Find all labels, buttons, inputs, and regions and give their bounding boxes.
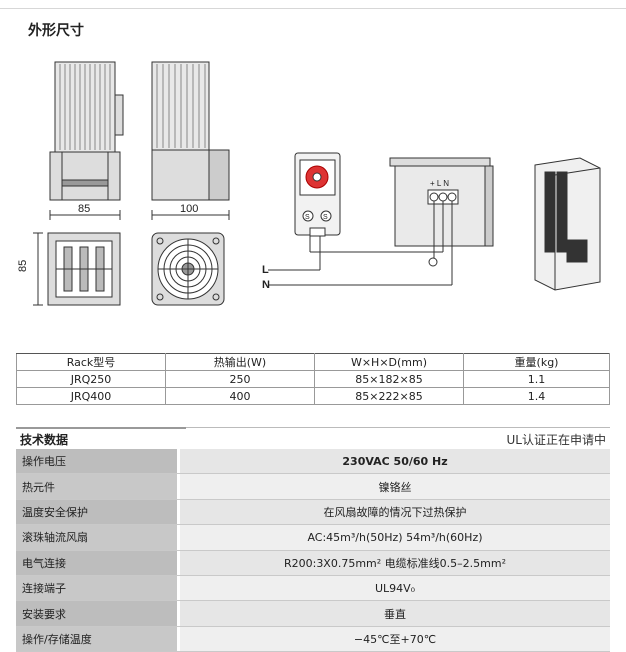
spec-label: 电气连接: [16, 550, 180, 575]
header-weight: 重量(kg): [463, 353, 610, 371]
spec-value: −45℃至+70℃: [180, 626, 610, 652]
spec-value: 在风扇故障的情况下过热保护: [180, 499, 610, 525]
thermostat-s2-label: S: [323, 214, 328, 221]
spec-label: 安装要求: [16, 601, 180, 626]
thermostat: [294, 152, 341, 237]
spec-value: 垂直: [180, 601, 610, 626]
spec-value: 镍铬丝: [180, 474, 610, 499]
spec-title: 技术数据: [20, 433, 69, 447]
spec-value: 230VAC 50/60 Hz: [180, 449, 610, 474]
fan-view: [151, 232, 225, 306]
spec-row-fan: 滚珠轴流风扇 AC:45m³/h(50Hz) 54m³/h(60Hz): [16, 525, 610, 551]
spec-value: UL94V₀: [180, 575, 610, 601]
side-view: [151, 61, 230, 201]
spec-value: R200:3X0.75mm² 电缆标准线0.5–2.5mm²: [180, 550, 610, 575]
cell-heat-output: 400: [165, 387, 315, 405]
section-title: 外形尺寸: [28, 23, 84, 39]
spec-header: 技术数据 UL认证正在申请中: [16, 428, 610, 447]
cell-dimensions: 85×222×85: [314, 387, 464, 405]
line-N-label: N: [262, 279, 270, 291]
top-rule: [0, 8, 626, 9]
spec-row-thermal-protection: 温度安全保护 在风扇故障的情况下过热保护: [16, 499, 610, 526]
spec-label: 连接端子: [16, 575, 180, 601]
dimension-table: Rack型号 热输出(W) W×H×D(mm) 重量(kg) JRQ250 25…: [16, 353, 610, 405]
spec-label: 操作电压: [16, 449, 180, 474]
cutaway-view: [534, 157, 601, 291]
table-row: JRQ400 400 85×222×85 1.4: [16, 387, 610, 405]
height-dimension-label: 85: [17, 260, 29, 272]
technical-drawing: 85 100 85 L N + L N S S: [17, 61, 601, 306]
terminal-labels: + L N: [430, 179, 449, 188]
header-model: Rack型号: [16, 353, 166, 371]
spec-header-rule: [16, 427, 186, 429]
header-dimensions: W×H×D(mm): [314, 353, 464, 371]
spec-row-electrical-connection: 电气连接 R200:3X0.75mm² 电缆标准线0.5–2.5mm²: [16, 550, 610, 576]
spec-row-mounting: 安装要求 垂直: [16, 601, 610, 627]
bottom-view: [47, 232, 121, 306]
spec-label: 操作/存储温度: [16, 626, 180, 652]
wiring-lines: [268, 201, 453, 286]
spec-row-voltage: 操作电压 230VAC 50/60 Hz: [16, 449, 610, 475]
cell-model: JRQ400: [16, 387, 166, 405]
header-heat-output: 热输出(W): [165, 353, 315, 371]
spec-row-heating-element: 热元件 镍铬丝: [16, 474, 610, 500]
cell-dimensions: 85×182×85: [314, 370, 464, 388]
spec-value: AC:45m³/h(50Hz) 54m³/h(60Hz): [180, 525, 610, 550]
spec-label: 温度安全保护: [16, 499, 180, 525]
dimension-table-header: Rack型号 热输出(W) W×H×D(mm) 重量(kg): [16, 353, 610, 371]
spec-header-rule-thin: [186, 427, 610, 428]
width-dimension-label: 85: [78, 203, 90, 215]
spec-row-terminal: 连接端子 UL94V₀: [16, 575, 610, 602]
certification-note: UL认证正在申请中: [506, 433, 606, 447]
cell-heat-output: 250: [165, 370, 315, 388]
spec-row-temperature: 操作/存储温度 −45℃至+70℃: [16, 626, 610, 652]
thermostat-s1-label: S: [305, 214, 310, 221]
heater-wiring-block: [389, 157, 494, 267]
spec-table: 操作电压 230VAC 50/60 Hz 热元件 镍铬丝 温度安全保护 在风扇故…: [16, 449, 610, 652]
cell-model: JRQ250: [16, 370, 166, 388]
depth-dimension-label: 100: [180, 203, 198, 215]
front-view: [49, 61, 124, 201]
line-L-label: L: [262, 264, 269, 276]
cell-weight: 1.1: [463, 370, 610, 388]
table-row: JRQ250 250 85×182×85 1.1: [16, 370, 610, 388]
spec-label: 滚珠轴流风扇: [16, 525, 180, 550]
spec-label: 热元件: [16, 474, 180, 499]
cell-weight: 1.4: [463, 387, 610, 405]
